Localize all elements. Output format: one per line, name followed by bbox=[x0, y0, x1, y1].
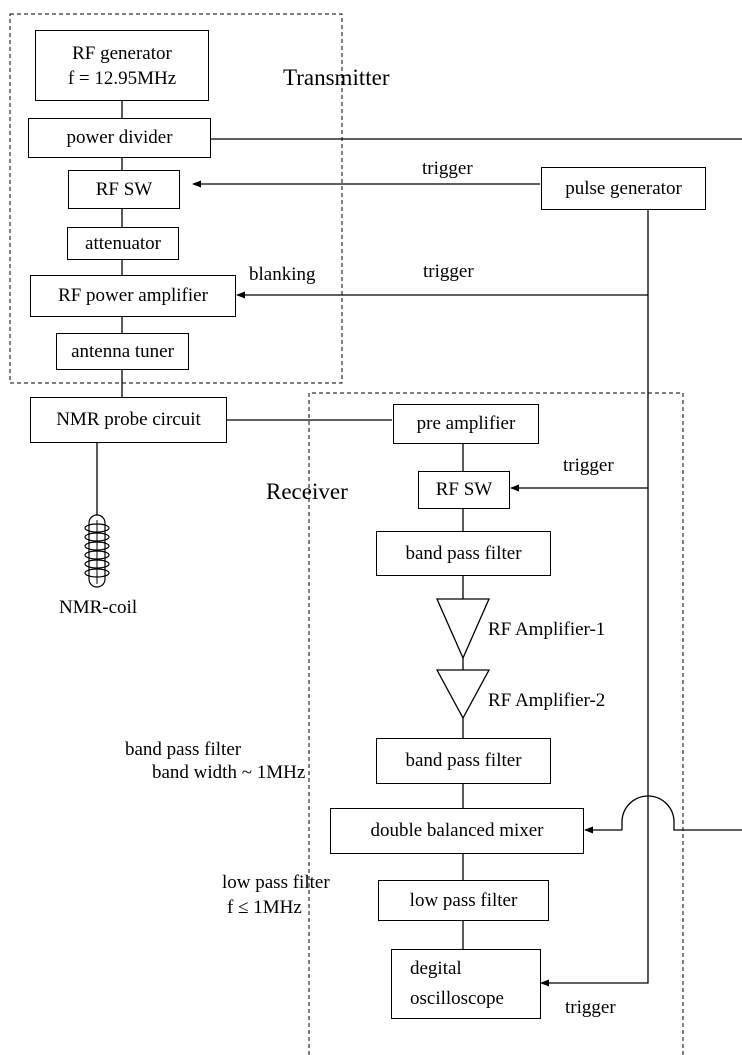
receiver-title: Receiver bbox=[266, 479, 348, 504]
rf-amplifier-1-symbol bbox=[436, 598, 490, 660]
transmitter-title: Transmitter bbox=[283, 65, 390, 90]
digital-oscilloscope-block: degital oscilloscope bbox=[391, 949, 541, 1019]
antenna-tuner-block: antenna tuner bbox=[56, 333, 189, 370]
lpf-note-title: low pass filter bbox=[222, 872, 330, 893]
nmr-coil-icon bbox=[84, 514, 110, 588]
rf-generator-block: RF generator f = 12.95MHz bbox=[35, 30, 209, 101]
wire-reference-to-mixer bbox=[621, 795, 742, 831]
power-divider-block: power divider bbox=[28, 118, 211, 158]
trigger-label-tx-sw: trigger bbox=[422, 158, 473, 179]
double-balanced-mixer-block: double balanced mixer bbox=[330, 808, 584, 854]
arrow-trigger-osc bbox=[540, 929, 649, 987]
trigger-label-oscilloscope: trigger bbox=[565, 997, 616, 1018]
rf-power-amplifier-block: RF power amplifier bbox=[30, 275, 236, 317]
rf-amplifier-2-symbol bbox=[435, 669, 491, 720]
rf-sw-rx-block: RF SW bbox=[418, 471, 510, 509]
low-pass-filter-block: low pass filter bbox=[378, 880, 549, 921]
rf-amplifier-1-label: RF Amplifier-1 bbox=[488, 619, 606, 640]
rf-amplifier-2-label: RF Amplifier-2 bbox=[488, 690, 606, 711]
band-pass-filter-1-block: band pass filter bbox=[376, 531, 551, 576]
bpf-note-title: band pass filter bbox=[125, 739, 242, 760]
bpf-note-value: band width ~ 1MHz bbox=[152, 762, 306, 783]
blanking-label: blanking bbox=[249, 264, 316, 285]
trigger-label-rx-sw: trigger bbox=[563, 455, 614, 476]
attenuator-block: attenuator bbox=[67, 227, 179, 260]
rf-sw-tx-block: RF SW bbox=[68, 170, 180, 209]
pulse-generator-block: pulse generator bbox=[541, 167, 706, 210]
pre-amplifier-block: pre amplifier bbox=[393, 404, 539, 444]
lpf-note-value: f ≤ 1MHz bbox=[227, 897, 302, 918]
band-pass-filter-2-block: band pass filter bbox=[376, 738, 551, 784]
nmr-coil-label: NMR-coil bbox=[59, 597, 138, 618]
nmr-probe-circuit-block: NMR probe circuit bbox=[30, 397, 227, 443]
receiver-boundary bbox=[308, 392, 684, 1055]
trigger-label-blanking: trigger bbox=[423, 261, 474, 282]
